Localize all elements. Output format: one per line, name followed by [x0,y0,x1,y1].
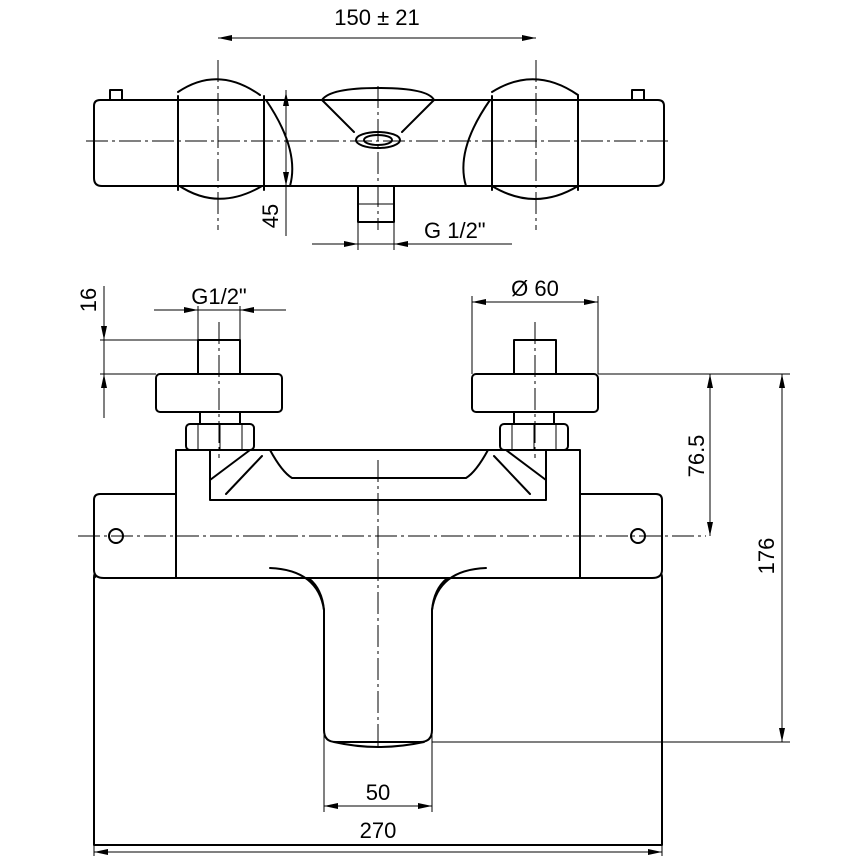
dim-inlet-length: 16 [76,288,101,312]
dim-center-distance: 150 ± 21 [334,5,419,30]
dim-outlet-thread: G 1/2" [424,218,486,243]
front-view: 16 G1/2" Ø 60 76.5 176 50 [76,276,790,856]
dim-inlet-thread: G1/2" [191,284,247,309]
dim-inlet-to-axis: 76.5 [684,435,709,478]
dim-cover-diameter: Ø 60 [511,276,559,301]
dim-outlet-height: 45 [258,204,283,228]
dim-spout-width: 50 [366,780,390,805]
top-view: 150 ± 21 45 G 1/2" [86,5,668,250]
dim-total-height: 176 [754,538,779,575]
dim-total-width: 270 [360,818,397,843]
